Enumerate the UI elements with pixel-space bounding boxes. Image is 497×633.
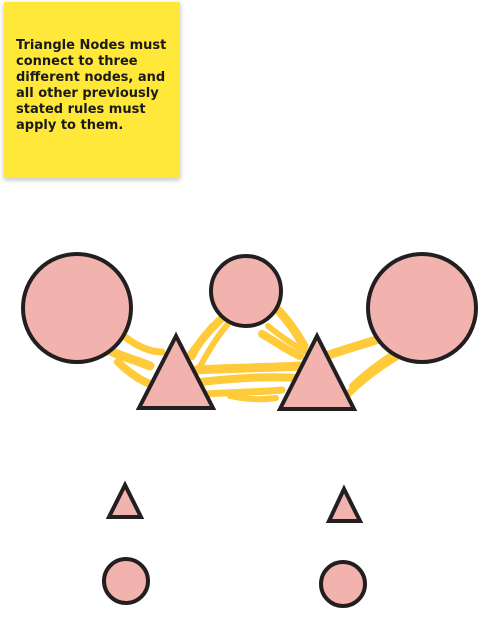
highlight-stroke-7[interactable]	[191, 361, 305, 375]
highlight-stroke-10[interactable]	[227, 393, 279, 403]
highlight-stroke-8[interactable]	[196, 373, 300, 386]
circle-node-small-left[interactable]	[102, 557, 150, 605]
triangle-node-right[interactable]	[276, 331, 358, 411]
highlight-stroke-11[interactable]	[271, 303, 309, 351]
highlight-stroke-3[interactable]	[120, 332, 166, 356]
circle-node-small-right[interactable]	[319, 560, 367, 608]
highlight-stroke-13[interactable]	[265, 323, 309, 355]
sticky-note-text: Triangle Nodes must connect to three dif…	[16, 38, 167, 133]
sticky-note[interactable]: Triangle Nodes must connect to three dif…	[4, 2, 180, 178]
highlight-stroke-6[interactable]	[187, 323, 215, 357]
highlight-stroke-1[interactable]	[103, 345, 155, 371]
highlight-stroke-12[interactable]	[258, 330, 304, 360]
highlight-stroke-9[interactable]	[202, 386, 286, 398]
triangle-node-small-left[interactable]	[105, 480, 145, 519]
triangle-node-small-right[interactable]	[325, 484, 364, 523]
circle-node-top-center[interactable]	[209, 254, 283, 328]
circle-node-left[interactable]	[21, 252, 133, 364]
circle-node-right[interactable]	[366, 252, 478, 364]
triangle-node-left[interactable]	[135, 331, 217, 410]
highlight-stroke-2[interactable]	[114, 358, 154, 388]
highlight-stroke-15[interactable]	[342, 352, 402, 400]
